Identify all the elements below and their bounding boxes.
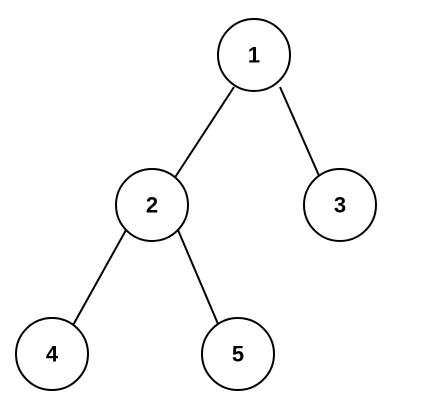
edge-1-2 xyxy=(171,86,235,183)
tree-node-2: 2 xyxy=(115,168,189,242)
node-label: 2 xyxy=(146,193,158,218)
node-label: 5 xyxy=(232,342,244,367)
tree-node-3: 3 xyxy=(303,168,377,242)
node-circle xyxy=(201,317,275,391)
node-label: 3 xyxy=(334,193,346,218)
node-circle xyxy=(217,18,291,92)
tree-node-5: 5 xyxy=(201,317,275,391)
nodes-layer: 1 2 3 4 5 xyxy=(15,18,377,391)
tree-node-4: 4 xyxy=(15,317,89,391)
edge-1-3 xyxy=(279,86,321,179)
edges-layer xyxy=(71,86,321,328)
edge-2-4 xyxy=(71,229,127,328)
tree-node-1: 1 xyxy=(217,18,291,92)
edge-2-5 xyxy=(177,229,219,325)
node-label: 4 xyxy=(46,342,59,367)
node-label: 1 xyxy=(248,43,260,68)
node-circle xyxy=(303,168,377,242)
node-circle xyxy=(115,168,189,242)
node-circle xyxy=(15,317,89,391)
